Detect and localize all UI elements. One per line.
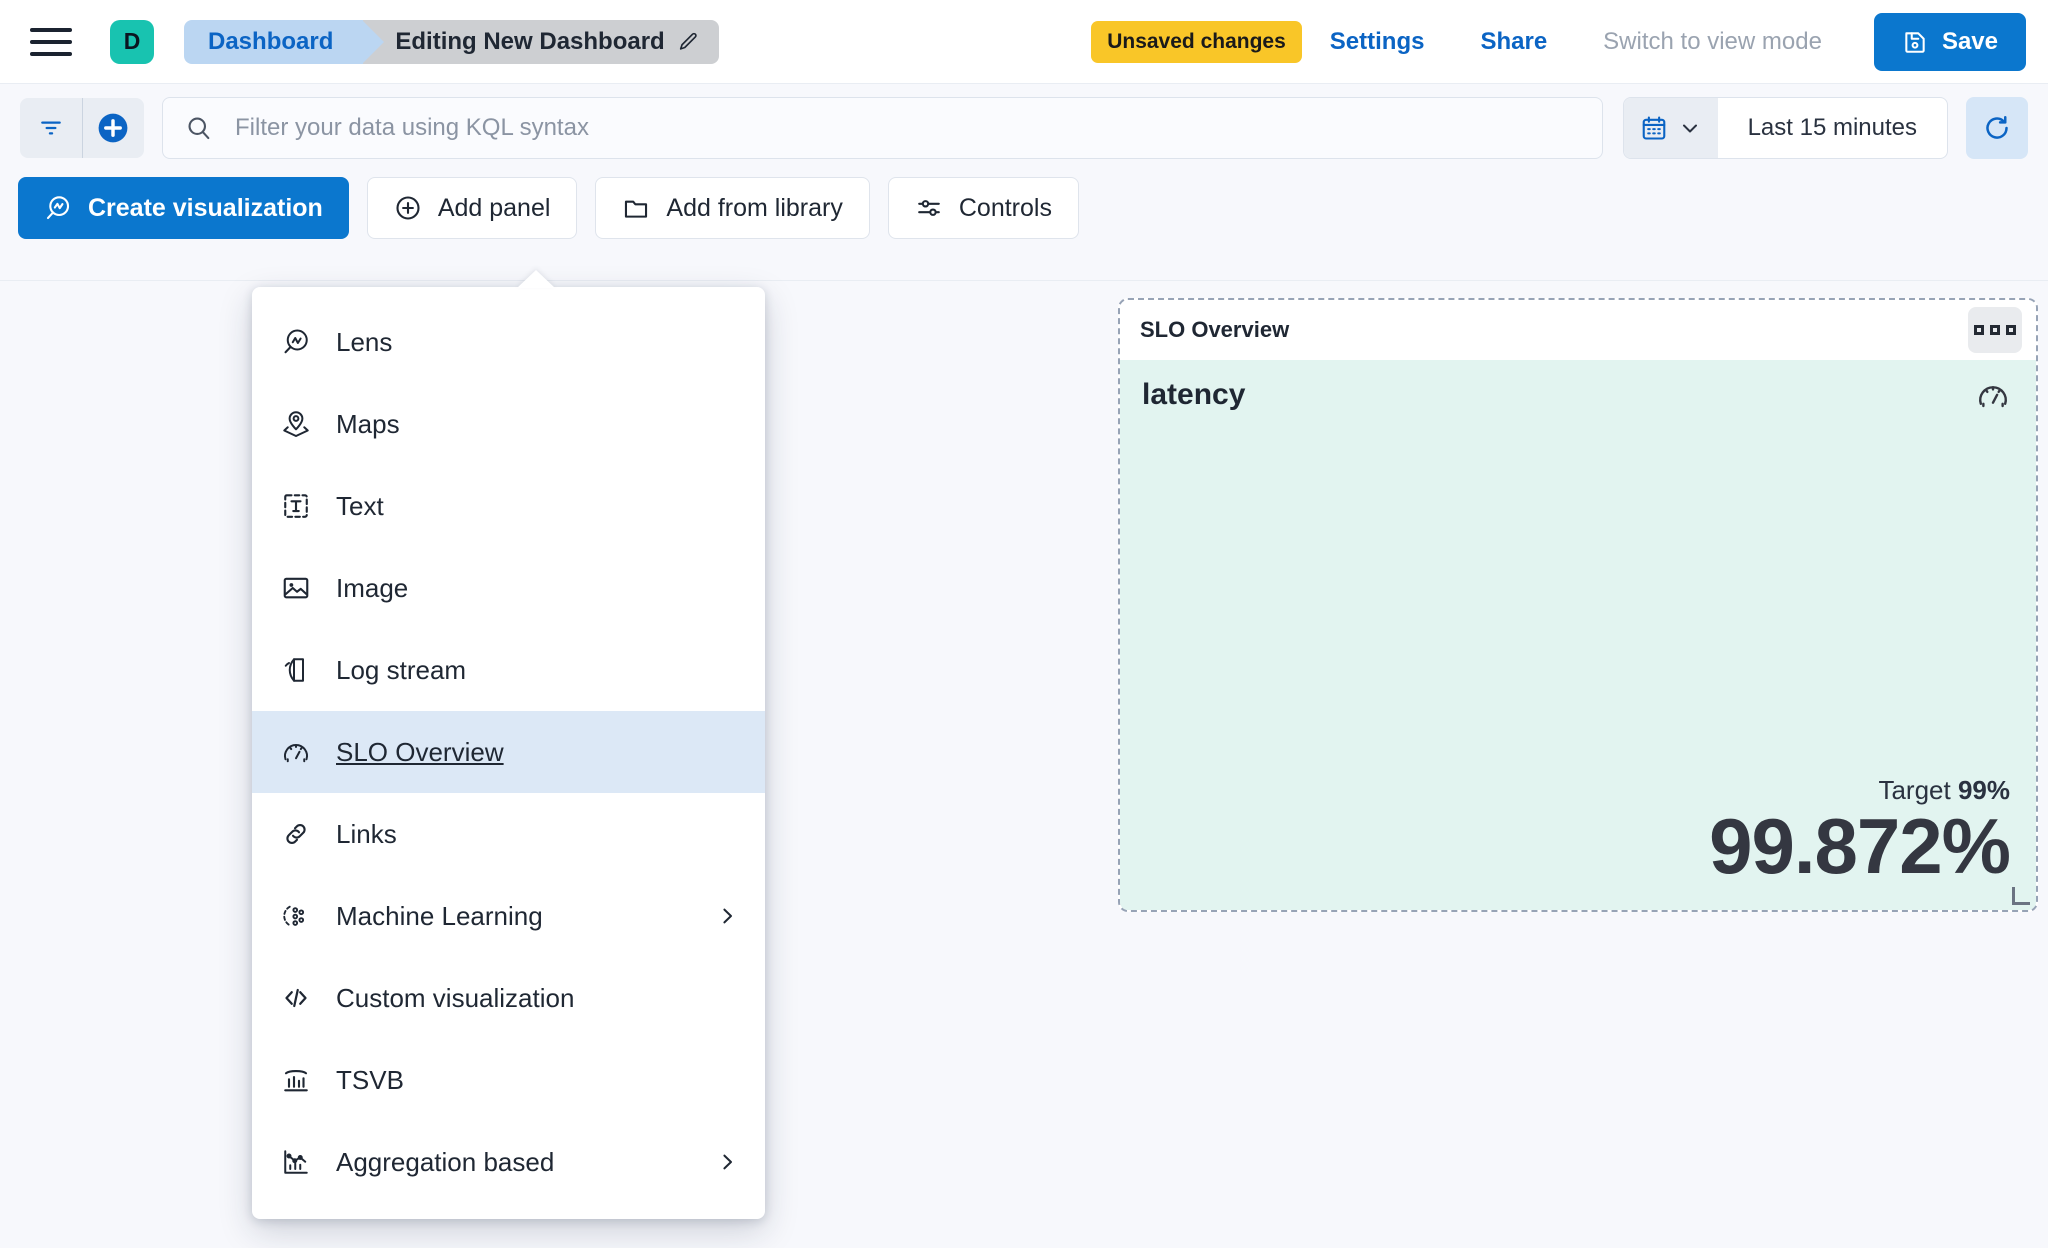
create-visualization-button[interactable]: Create visualization [18, 177, 349, 239]
menu-item-label: Aggregation based [336, 1146, 555, 1177]
gauge-icon [1976, 378, 2010, 412]
search-icon [185, 114, 213, 142]
add-panel-button[interactable]: Add panel [366, 177, 578, 239]
chevron-down-icon [1678, 116, 1702, 140]
date-quick-select-button[interactable] [1623, 98, 1718, 158]
breadcrumb-item-dashboard[interactable]: Dashboard [184, 19, 385, 64]
search-input[interactable] [235, 98, 1580, 158]
map-marker-icon [280, 408, 312, 440]
controls-icon [915, 194, 943, 222]
menu-item-log-stream[interactable]: Log stream [252, 629, 765, 711]
filter-button-group [20, 98, 144, 158]
menu-item-label: TSVB [336, 1064, 404, 1095]
menu-item-lens[interactable]: Lens [252, 301, 765, 383]
add-filter-plus-circle-icon[interactable] [82, 98, 144, 158]
space-avatar[interactable]: D [110, 19, 154, 64]
save-button-label: Save [1941, 27, 1998, 55]
gauge-icon [280, 736, 312, 768]
share-link[interactable]: Share [1480, 27, 1548, 55]
refresh-icon [1982, 113, 2012, 143]
menu-item-label: SLO Overview [336, 736, 504, 767]
chevron-right-icon [715, 1150, 739, 1174]
code-icon [280, 982, 312, 1014]
lens-icon [44, 194, 72, 222]
time-range-display[interactable]: Last 15 minutes [1747, 114, 1917, 141]
add-from-library-button[interactable]: Add from library [595, 177, 870, 239]
panel-header: SLO Overview [1120, 300, 2036, 360]
add-from-library-label: Add from library [666, 193, 843, 222]
image-icon [280, 572, 312, 604]
breadcrumb: Dashboard Editing New Dashboard [184, 19, 719, 64]
menu-item-label: Maps [336, 408, 400, 439]
breadcrumb-item-current[interactable]: Editing New Dashboard [363, 19, 719, 64]
slo-target: Target 99% [1142, 775, 2010, 806]
slo-metrics: Target 99% 99.872% [1142, 775, 2011, 891]
panel-title[interactable]: SLO Overview [1140, 317, 1290, 342]
menu-item-tsvb[interactable]: TSVB [252, 1039, 765, 1121]
top-header: D Dashboard Editing New Dashboard Unsave… [0, 0, 2048, 84]
slo-name: latency [1142, 378, 1246, 411]
filter-icon[interactable] [20, 98, 82, 158]
panel-context-menu-icon[interactable] [1968, 307, 2022, 353]
aggregation-icon [280, 1146, 312, 1178]
slo-current-value: 99.872% [1709, 802, 2011, 891]
machine-learning-icon [280, 900, 312, 932]
menu-item-label: Custom visualization [336, 982, 575, 1013]
add-panel-label: Add panel [437, 193, 551, 222]
refresh-button[interactable] [1966, 97, 2028, 159]
pencil-icon[interactable] [677, 31, 699, 53]
slo-target-label: Target [1878, 775, 1951, 806]
slo-target-value: 99% [1957, 775, 2010, 806]
controls-button[interactable]: Controls [887, 177, 1079, 239]
hamburger-menu-icon[interactable] [30, 23, 76, 61]
menu-item-custom-visualization[interactable]: Custom visualization [252, 957, 765, 1039]
editor-action-row: Create visualization Add panel Add from … [0, 172, 2048, 244]
menu-item-machine-learning[interactable]: Machine Learning [252, 875, 765, 957]
menu-item-text[interactable]: Text [252, 465, 765, 547]
text-box-icon [280, 490, 312, 522]
date-picker: Last 15 minutes [1622, 97, 1948, 159]
menu-item-label: Text [336, 490, 384, 521]
lens-icon [280, 326, 312, 358]
breadcrumb-current-label: Editing New Dashboard [395, 27, 665, 55]
chevron-right-icon [715, 904, 739, 928]
unsaved-changes-badge[interactable]: Unsaved changes [1091, 20, 1302, 63]
menu-item-label: Lens [336, 326, 393, 357]
settings-link[interactable]: Settings [1329, 27, 1425, 55]
menu-item-slo-overview[interactable]: SLO Overview [252, 711, 765, 793]
menu-item-label: Log stream [336, 654, 467, 685]
dashboard-canvas: SLO Overview latency Target [0, 280, 2048, 1248]
floppy-disk-icon [1902, 29, 1928, 55]
slo-header-row: latency [1142, 378, 2010, 412]
menu-item-label: Image [336, 572, 409, 603]
switch-to-view-mode-link[interactable]: Switch to view mode [1603, 27, 1822, 55]
menu-item-image[interactable]: Image [252, 547, 765, 629]
folder-icon [622, 194, 650, 222]
menu-item-label: Links [336, 818, 397, 849]
menu-item-maps[interactable]: Maps [252, 383, 765, 465]
query-bar: Last 15 minutes [0, 84, 2048, 172]
header-actions: Unsaved changes Settings Share Switch to… [1091, 12, 2026, 71]
create-visualization-label: Create visualization [88, 193, 323, 222]
save-button[interactable]: Save [1873, 12, 2026, 71]
calendar-icon [1640, 114, 1668, 142]
menu-item-label: Machine Learning [336, 900, 543, 931]
menu-item-links[interactable]: Links [252, 793, 765, 875]
resize-handle-icon[interactable] [2012, 887, 2030, 905]
log-stream-icon [280, 654, 312, 686]
plus-circle-icon [394, 194, 422, 222]
link-icon [280, 818, 312, 850]
panel-body: latency Target 99% 99.872% [1120, 360, 2036, 910]
controls-label: Controls [958, 193, 1052, 222]
search-input-wrapper[interactable] [162, 97, 1603, 159]
breadcrumb-dashboard-label: Dashboard [208, 27, 334, 55]
tsvb-icon [280, 1064, 312, 1096]
add-panel-menu: Lens Maps Text Image [252, 287, 765, 1219]
menu-item-aggregation-based[interactable]: Aggregation based [252, 1121, 765, 1203]
dashboard-panel-slo-overview[interactable]: SLO Overview latency Target [1118, 298, 2038, 912]
